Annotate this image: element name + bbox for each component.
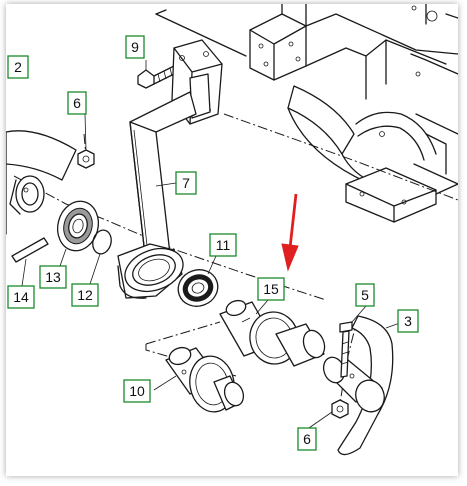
callout-7: 7 [175, 171, 197, 195]
svg-text:6: 6 [303, 431, 311, 447]
parts-diagram: 2 9 6 7 11 13 12 14 15 5 3 10 6 [6, 4, 458, 456]
svg-text:6: 6 [73, 95, 81, 111]
part-2-housing [6, 130, 77, 235]
leader-lines [21, 60, 409, 431]
part-9-bolt [137, 65, 175, 89]
part-15-shaft [219, 299, 326, 367]
part-10-shaft [165, 346, 245, 413]
svg-text:15: 15 [263, 281, 279, 297]
svg-text:14: 14 [13, 289, 29, 305]
callout-10: 10 [123, 379, 151, 403]
callout-9: 9 [125, 35, 145, 59]
part-14-pin [11, 237, 49, 263]
callout-2: 2 [7, 55, 29, 79]
red-arrow-indicator [281, 193, 299, 272]
part-13-bearing [56, 200, 100, 252]
callout-6-top: 6 [67, 91, 87, 115]
diagram-frame: 2 9 6 7 11 13 12 14 15 5 3 10 6 [6, 4, 458, 476]
callout-12: 12 [71, 283, 99, 307]
part-12-snap-ring [92, 229, 112, 255]
callout-3: 3 [397, 309, 419, 333]
callout-5: 5 [355, 283, 375, 307]
centerline-lower-b [145, 321, 221, 345]
part-11-bearing [177, 269, 219, 307]
part-5-bolt [339, 321, 353, 378]
svg-text:5: 5 [361, 287, 369, 303]
svg-text:3: 3 [404, 313, 412, 329]
svg-text:12: 12 [77, 287, 93, 303]
svg-text:2: 2 [14, 59, 22, 75]
svg-text:11: 11 [216, 237, 231, 253]
machine-frame [155, 4, 458, 223]
callout-14: 14 [7, 285, 35, 309]
part-6-nut-bottom [331, 399, 349, 419]
part-7-arm [117, 39, 223, 299]
part-3-tine [322, 315, 394, 456]
centerline-upper [223, 113, 458, 201]
part-6-nut-top [77, 149, 95, 169]
callout-6-bottom: 6 [297, 427, 317, 451]
svg-text:10: 10 [129, 383, 145, 399]
callout-15: 15 [257, 277, 285, 301]
svg-text:9: 9 [131, 39, 139, 55]
callout-13: 13 [39, 265, 67, 289]
callout-11: 11 [209, 233, 237, 257]
svg-text:7: 7 [182, 175, 190, 191]
svg-text:13: 13 [45, 269, 61, 285]
